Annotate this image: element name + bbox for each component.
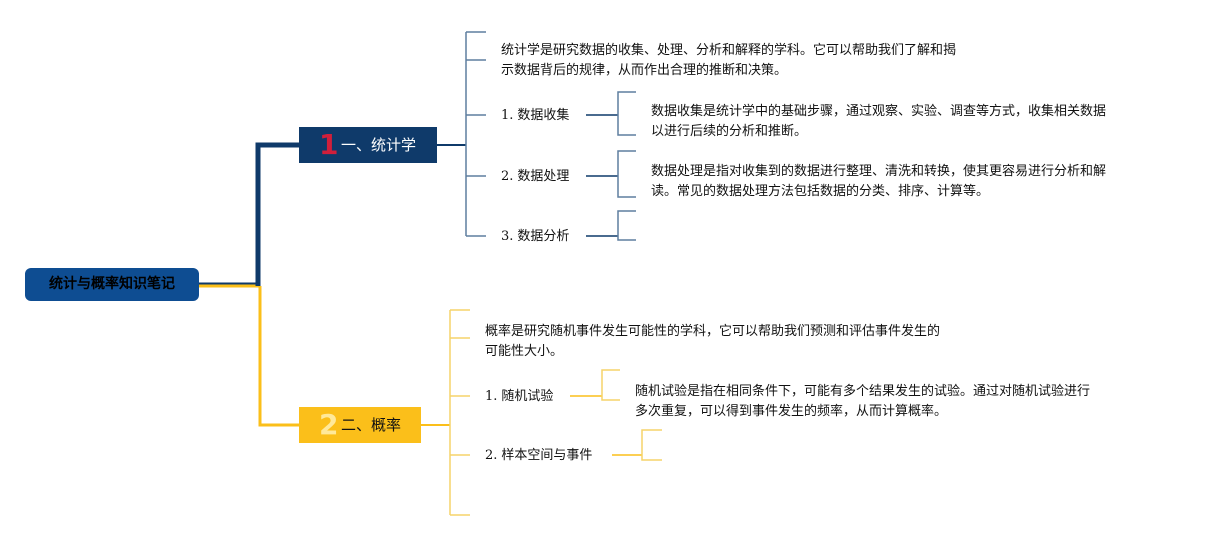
detail-line: 读。常见的数据处理方法包括数据的分类、排序、计算等。 <box>651 184 990 199</box>
description-line: 概率是研究随机事件发生可能性的学科，它可以帮助我们预测和评估事件发生的 <box>485 324 941 339</box>
root-title: 统计与概率知识笔记 <box>49 276 175 292</box>
branch-description: 统计学是研究数据的收集、处理、分析和解释的学科。它可以帮助我们了解和揭 示数据背… <box>501 41 956 81</box>
root-node[interactable]: 统计与概率知识笔记 <box>25 268 199 301</box>
branch-number: 1 <box>319 128 339 161</box>
item-detail: 随机试验是指在相同条件下，可能有多个结果发生的试验。通过对随机试验进行 多次重复… <box>635 382 1090 422</box>
detail-line: 以进行后续的分析和推断。 <box>651 124 808 139</box>
item-index: 2. <box>501 169 514 184</box>
item-label: 样本空间与事件 <box>501 448 593 463</box>
item-label: 数据处理 <box>517 169 570 184</box>
root-connectors <box>199 142 299 427</box>
detail-line: 数据处理是指对收集到的数据进行整理、清洗和转换，使其更容易进行分析和解 <box>651 164 1107 179</box>
item-index: 1. <box>485 389 498 404</box>
description-line: 可能性大小。 <box>485 344 564 359</box>
list-item-data-analysis[interactable]: 3.数据分析 <box>501 228 569 246</box>
detail-line: 数据收集是统计学中的基础步骤，通过观察、实验、调查等方式，收集相关数据 <box>651 104 1107 119</box>
branch-number: 2 <box>319 408 339 441</box>
branch1-bracket <box>437 31 636 241</box>
list-item-random-experiment[interactable]: 1.随机试验 <box>485 388 553 406</box>
detail-line: 多次重复，可以得到事件发生的频率，从而计算概率。 <box>635 404 948 419</box>
item-index: 3. <box>501 229 514 244</box>
branch-statistics[interactable]: 1 一、统计学 <box>299 127 437 163</box>
description-line: 示数据背后的规律，从而作出合理的推断和决策。 <box>501 63 788 78</box>
list-item-data-processing[interactable]: 2.数据处理 <box>501 168 569 186</box>
branch-label: 一、统计学 <box>341 136 417 154</box>
branch-label: 二、概率 <box>341 416 402 434</box>
item-index: 1. <box>501 108 514 123</box>
item-label: 数据分析 <box>517 229 570 244</box>
detail-line: 随机试验是指在相同条件下，可能有多个结果发生的试验。通过对随机试验进行 <box>635 384 1091 399</box>
item-label: 数据收集 <box>517 108 570 123</box>
branch-description: 概率是研究随机事件发生可能性的学科，它可以帮助我们预测和评估事件发生的 可能性大… <box>485 322 940 362</box>
item-index: 2. <box>485 448 498 463</box>
list-item-sample-space[interactable]: 2.样本空间与事件 <box>485 447 592 465</box>
item-label: 随机试验 <box>501 389 554 404</box>
list-item-data-collection[interactable]: 1.数据收集 <box>501 107 569 125</box>
description-line: 统计学是研究数据的收集、处理、分析和解释的学科。它可以帮助我们了解和揭 <box>501 43 957 58</box>
branch2-bracket <box>421 309 662 516</box>
item-detail: 数据收集是统计学中的基础步骤，通过观察、实验、调查等方式，收集相关数据 以进行后… <box>651 102 1106 142</box>
branch-probability[interactable]: 2 二、概率 <box>299 407 421 443</box>
item-detail: 数据处理是指对收集到的数据进行整理、清洗和转换，使其更容易进行分析和解 读。常见… <box>651 162 1106 202</box>
